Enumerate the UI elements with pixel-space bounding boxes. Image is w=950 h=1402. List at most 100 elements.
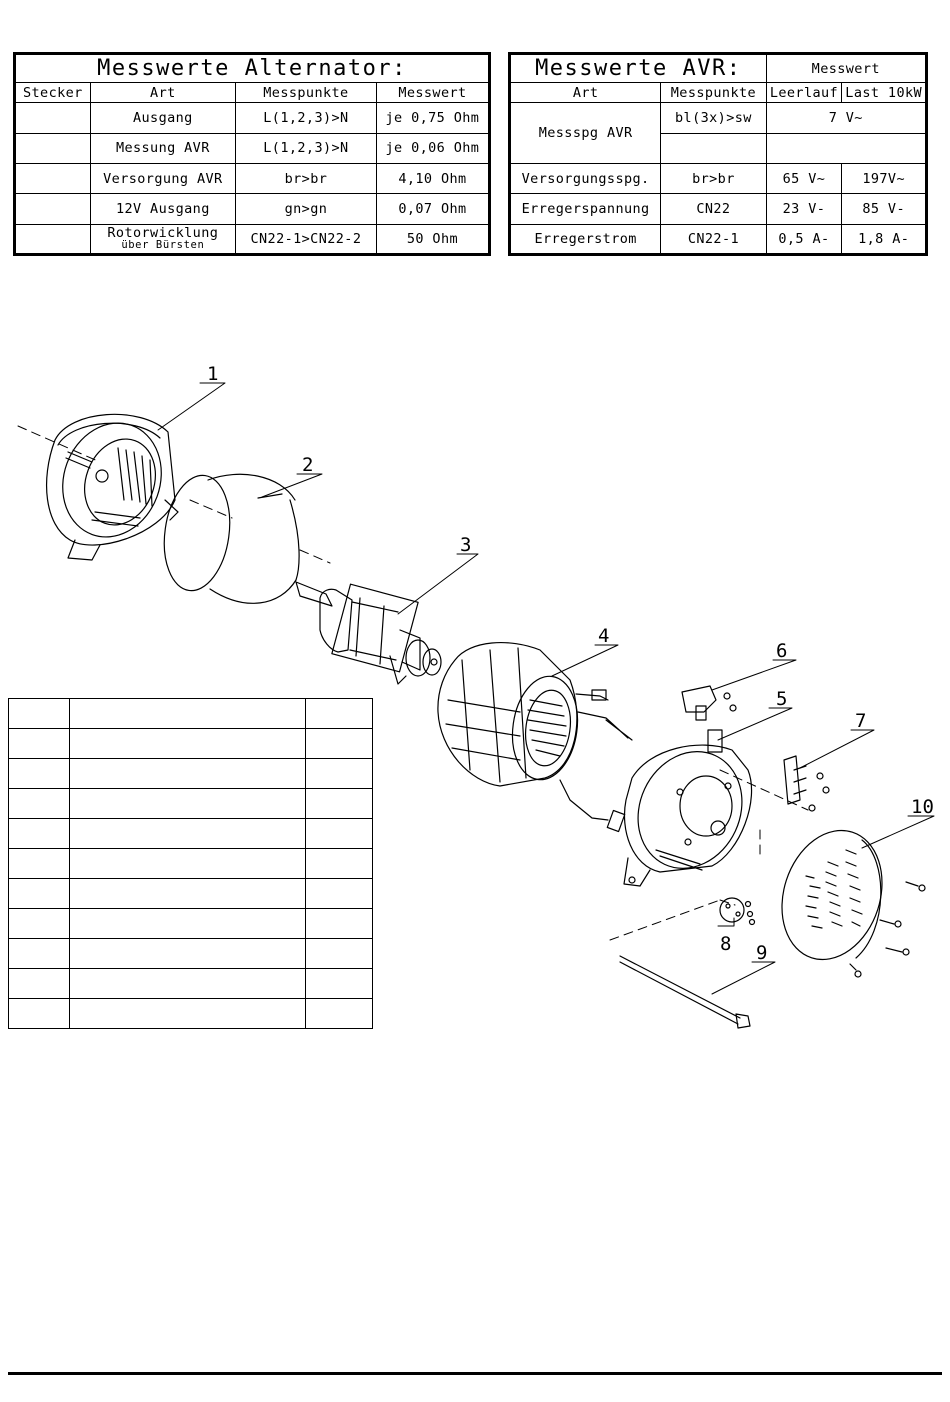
cell-messpunkte: L(1,2,3)>N (235, 132, 377, 165)
parts-list-cell (8, 698, 70, 729)
parts-list-cell (8, 758, 70, 789)
parts-list-cell (8, 998, 70, 1029)
parts-list-row (8, 908, 373, 939)
cell-messpunkte: CN22-1>CN22-2 (235, 223, 377, 256)
parts-list-cell (68, 938, 307, 969)
parts-list-row (8, 968, 373, 999)
table-row: Messung AVR L(1,2,3)>N je 0,06 Ohm (14, 132, 491, 165)
parts-list-cell (68, 848, 307, 879)
parts-list-body (8, 698, 373, 1029)
leader-lines (157, 382, 935, 995)
parts-list-table (8, 698, 373, 1029)
parts-list-cell (8, 818, 70, 849)
part-1-end-bell (45, 413, 179, 561)
callout-6: 6 (776, 640, 787, 662)
callout-7: 7 (855, 710, 866, 732)
parts-list-cell (68, 818, 307, 849)
cell-last: 197V~ (841, 163, 927, 195)
callout-10: 10 (911, 796, 934, 818)
parts-list-row (8, 878, 373, 909)
cell-messpunkte: br>br (235, 163, 377, 195)
callout-5: 5 (776, 688, 787, 710)
callout-1: 1 (207, 363, 218, 385)
cell-art: Erregerstrom (508, 223, 662, 256)
cell-leerlauf: 7 V~ (765, 102, 928, 134)
cell-messpunkte: L(1,2,3)>N (235, 102, 377, 134)
callout-8: 8 (720, 933, 731, 955)
cell-messpunkte: CN22-1 (660, 223, 767, 256)
cell-messpunkte: CN22 (660, 193, 767, 225)
cell-last: 85 V- (841, 193, 927, 225)
cell-art: Messspg AVR (508, 102, 662, 165)
table-row: Erregerstrom CN22-1 0,5 A- 1,8 A- (508, 223, 927, 256)
table-row: Ausgang L(1,2,3)>N je 0,75 Ohm (14, 102, 491, 134)
part-6-brush-holder (681, 685, 737, 721)
cell-art-main: Rotorwicklung (107, 225, 219, 242)
cell-messpunkte: br>br (660, 163, 767, 195)
part-3-rotor (295, 581, 442, 685)
header-last: Last 10kW (841, 82, 927, 104)
cell-art: Versorgungsspg. (508, 163, 662, 195)
cell-leerlauf: 65 V~ (765, 163, 843, 195)
cell-art: Ausgang (89, 102, 237, 134)
cell-messwert: je 0,06 Ohm (375, 132, 491, 165)
parts-list-cell (68, 968, 307, 999)
part-4-stator (437, 641, 633, 833)
avr-measurement-table: Messwerte AVR: Messwert Art Messpunkte L… (508, 52, 928, 256)
cell-messwert: 50 Ohm (375, 223, 491, 256)
parts-list-cell (305, 788, 373, 819)
parts-list-cell (8, 938, 70, 969)
table-row (510, 132, 928, 165)
callout-3: 3 (460, 534, 471, 556)
parts-list-cell (305, 968, 373, 999)
table-row: Versorgungsspg. br>br 65 V~ 197V~ (508, 163, 927, 195)
cell-stecker (14, 102, 91, 134)
parts-list-row (8, 758, 373, 789)
part-9-tie-bolt (619, 955, 751, 1029)
cell-last: 1,8 A- (841, 223, 927, 256)
header-leerlauf: Leerlauf (765, 82, 843, 104)
parts-list-row (8, 698, 373, 729)
parts-list-cell (305, 848, 373, 879)
cell-messwert: je 0,75 Ohm (375, 102, 491, 134)
parts-list-cell (8, 908, 70, 939)
table-row: 12V Ausgang gn>gn 0,07 Ohm (14, 193, 491, 225)
parts-list-cell (305, 938, 373, 969)
header-messwert: Messwert (375, 82, 491, 104)
cell-leerlauf: 0,5 A- (765, 223, 843, 256)
part-10-grille-cover (781, 829, 926, 978)
parts-list-cell (68, 728, 307, 759)
cell-messwert: 4,10 Ohm (375, 163, 491, 195)
parts-list-cell (68, 758, 307, 789)
callout-4: 4 (598, 625, 609, 647)
bottom-rule (8, 1372, 942, 1375)
part-7-terminal-strip (783, 755, 830, 812)
parts-list-cell (8, 728, 70, 759)
parts-list-cell (305, 818, 373, 849)
avr-table-title: Messwerte AVR: (509, 52, 767, 84)
cell-stecker (14, 223, 91, 256)
cell-messpunkte: gn>gn (235, 193, 377, 225)
cell-art: Versorgung AVR (89, 163, 237, 195)
parts-list-cell (68, 878, 307, 909)
parts-list-cell (8, 968, 70, 999)
table-row: Messspg AVR bl(3x)>sw 7 V~ (508, 102, 928, 165)
parts-list-cell (68, 698, 307, 729)
parts-list-cell (305, 878, 373, 909)
parts-list-cell (305, 698, 373, 729)
header-art: Art (508, 82, 662, 104)
parts-list-cell (68, 788, 307, 819)
parts-list-cell (8, 878, 70, 909)
part-5-end-shield (623, 729, 753, 887)
parts-list-cell (68, 908, 307, 939)
cell-art: 12V Ausgang (89, 193, 237, 225)
parts-list-cell (8, 848, 70, 879)
cell-art: Messung AVR (89, 132, 237, 165)
cell-empty (660, 132, 767, 165)
parts-list-cell (305, 758, 373, 789)
parts-list-row (8, 938, 373, 969)
part-2-sleeve (163, 473, 300, 604)
